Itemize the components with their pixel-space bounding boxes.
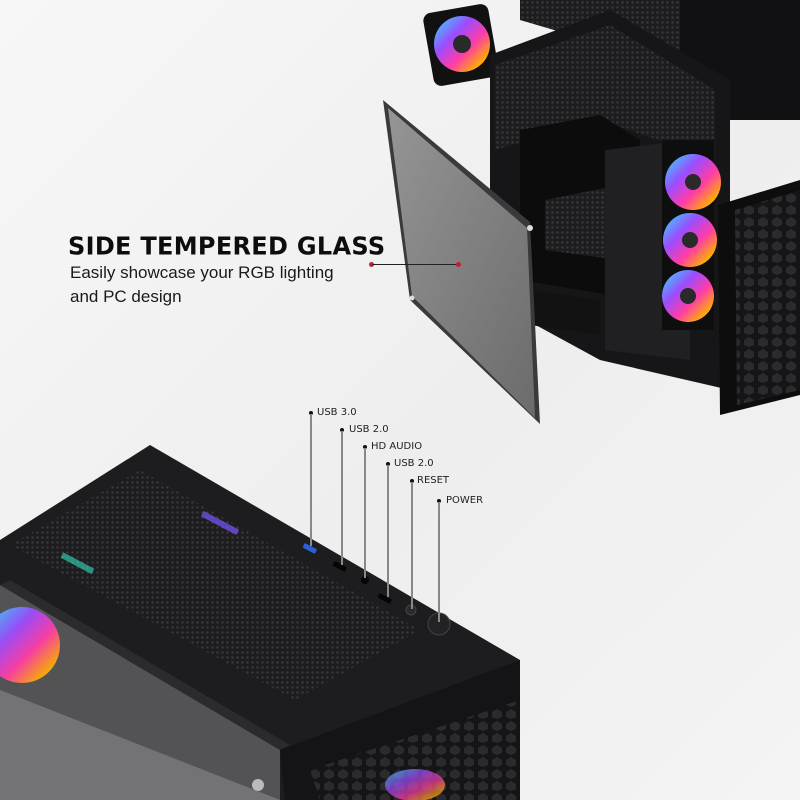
callout-dot [386, 462, 390, 466]
feature-description-line1: Easily showcase your RGB lighting [70, 263, 334, 282]
port-label-usb3: USB 3.0 [317, 407, 357, 418]
callout-line [310, 414, 312, 546]
port-label-hd-audio: HD AUDIO [371, 441, 423, 452]
callout-dot [410, 479, 414, 483]
callout-line [411, 482, 413, 609]
front-io-ports [302, 543, 451, 636]
front-rgb-fans [662, 140, 721, 330]
callout-dot-end [456, 262, 461, 267]
feature-description-line2: and PC design [70, 287, 182, 306]
usb2-port [332, 561, 347, 572]
callout-dot-start [369, 262, 374, 267]
side-tempered-glass-panel [383, 100, 540, 424]
feature-title: SIDE TEMPERED GLASS [68, 231, 386, 261]
callout-dot [309, 411, 313, 415]
case-top-view [0, 445, 520, 800]
audio-jack [361, 576, 369, 584]
callout-dot [437, 499, 441, 503]
port-label-usb2-second: USB 2.0 [394, 458, 434, 469]
callout-line [387, 465, 389, 597]
port-label-reset: RESET [417, 475, 450, 486]
callout-line [341, 431, 343, 565]
port-label-usb2: USB 2.0 [349, 424, 389, 435]
callout-dot [340, 428, 344, 432]
usb3-port [302, 543, 317, 554]
psu-bracket [530, 290, 600, 335]
callout-line [364, 448, 366, 578]
rgb-fan-loose [423, 4, 499, 86]
usb2-port [377, 593, 392, 604]
callout-dot [363, 445, 367, 449]
callout-line [372, 264, 458, 265]
callout-line [438, 502, 440, 622]
front-mesh-panel [718, 180, 800, 415]
port-label-power: POWER [446, 495, 484, 506]
